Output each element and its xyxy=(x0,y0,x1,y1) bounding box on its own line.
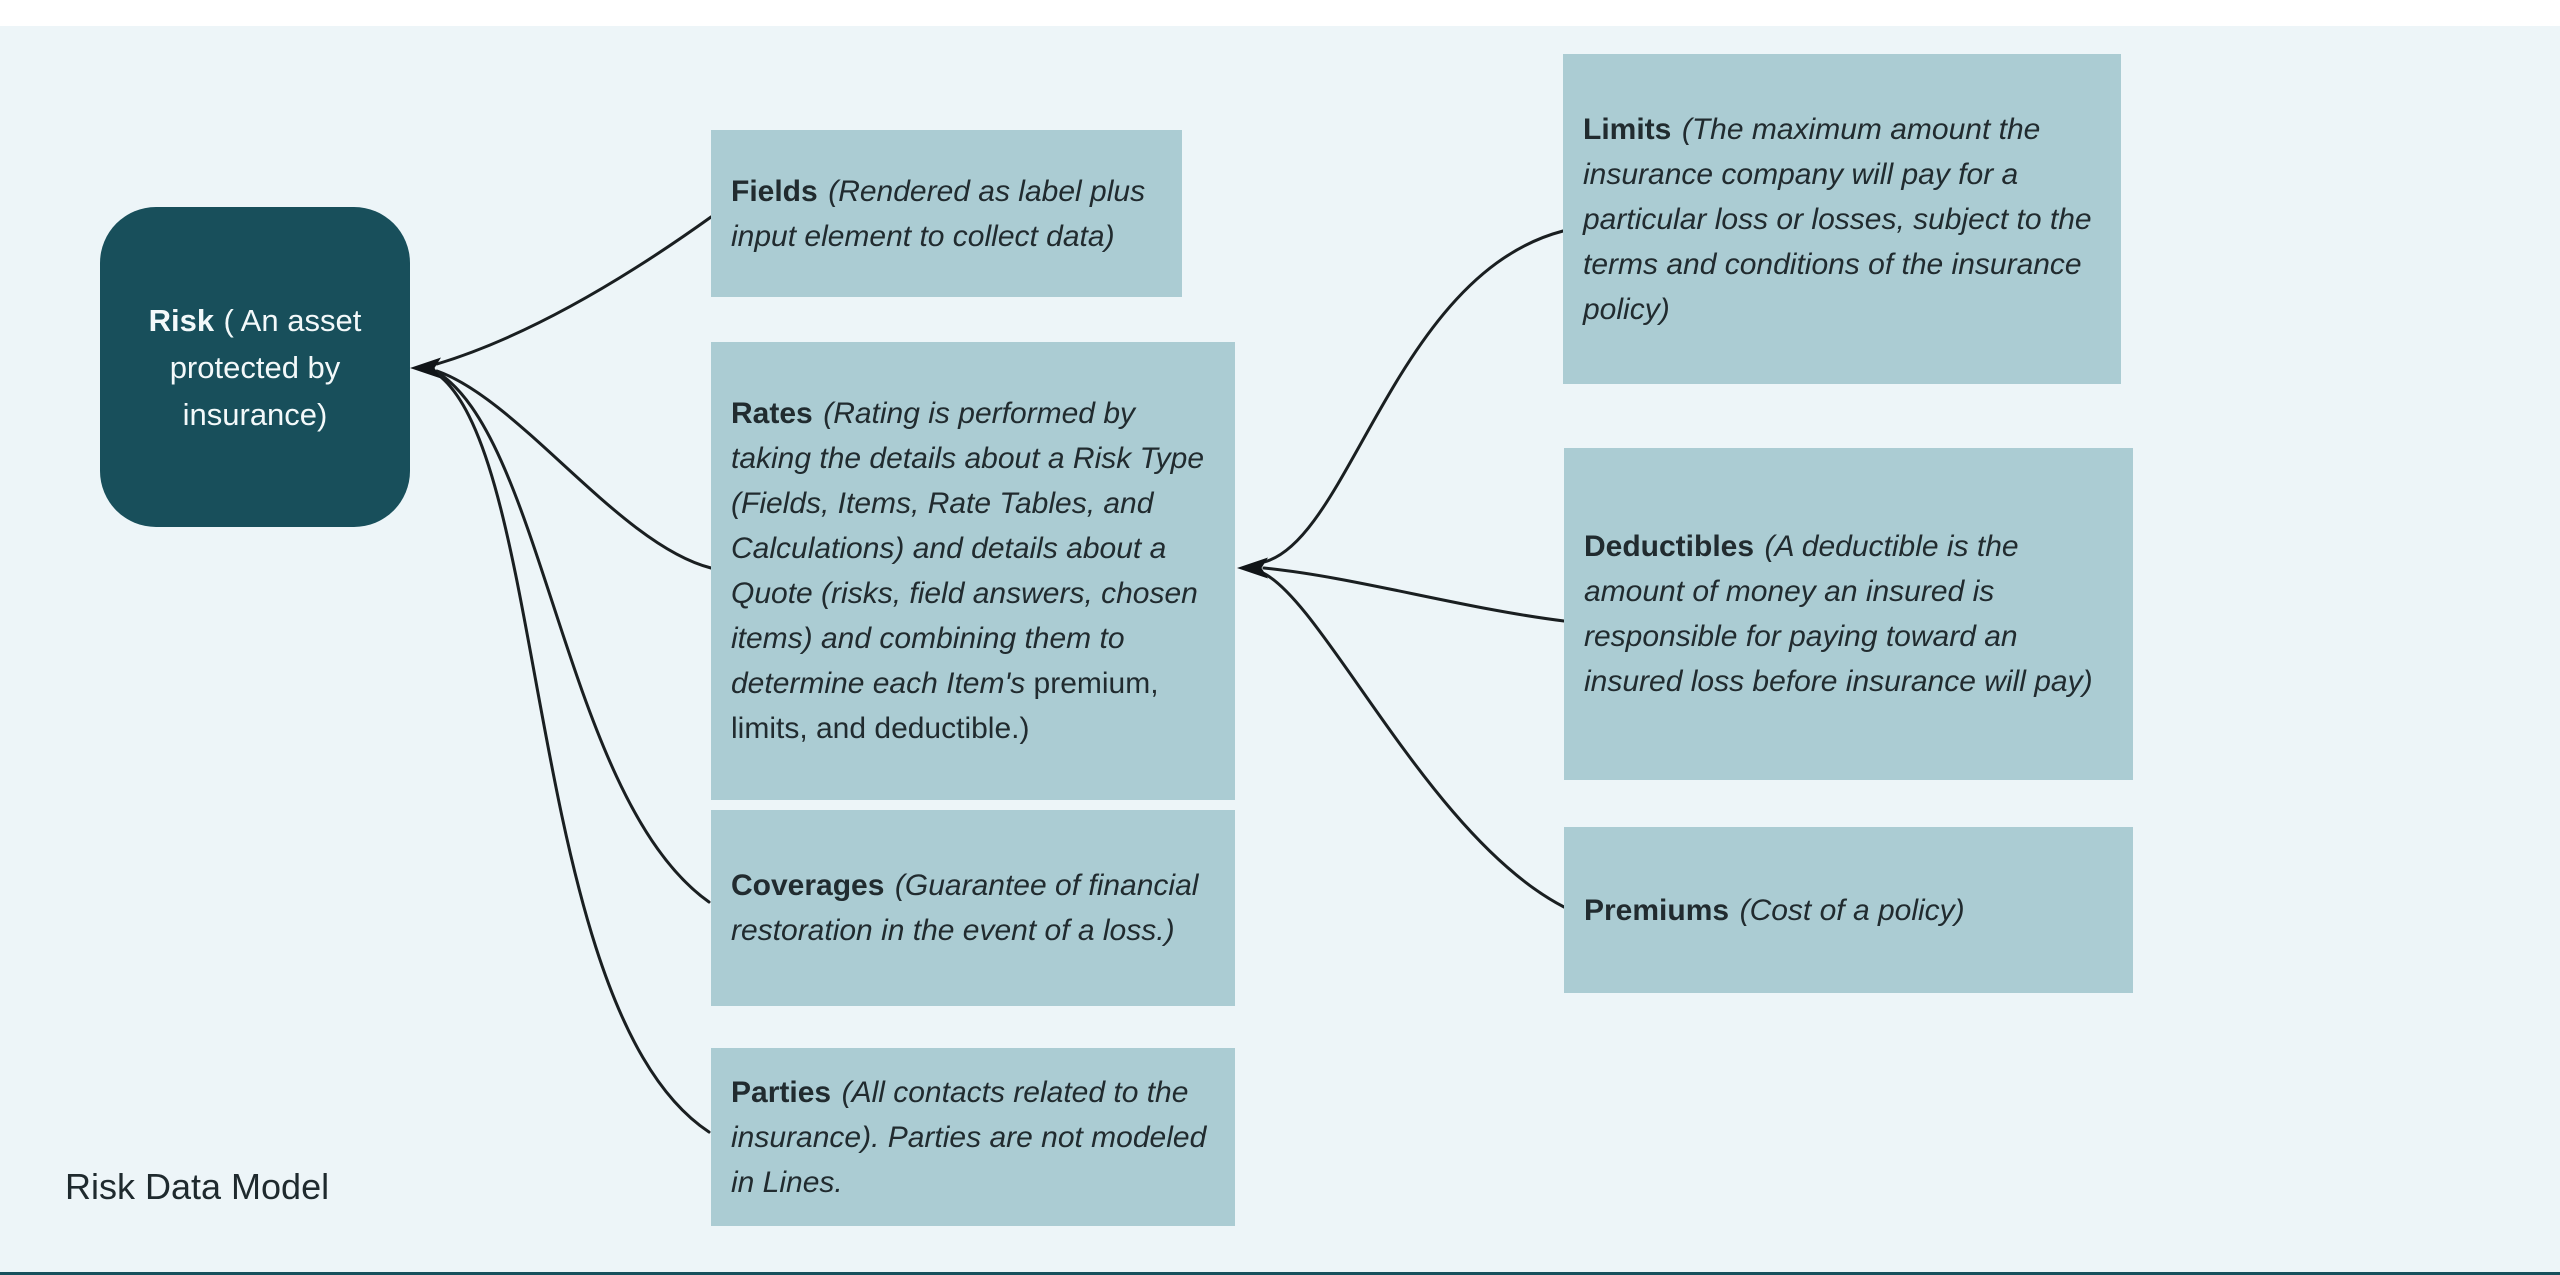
connector-risk-rates xyxy=(435,369,713,570)
node-limits-description: (The maximum amount the insurance compan… xyxy=(1583,112,2092,326)
node-coverages-title: Coverages xyxy=(731,869,885,902)
connector-rates-premiums xyxy=(1261,571,1566,909)
top-white-strip xyxy=(0,0,2560,26)
connector-rates-limits xyxy=(1262,229,1565,564)
connector-risk-fields xyxy=(435,215,713,366)
node-premiums-description: (Cost of a policy) xyxy=(1739,893,1965,927)
node-deductibles-description: (A deductible is the amount of money an … xyxy=(1584,530,2093,698)
node-coverages[interactable]: Coverages(Guarantee of financial restora… xyxy=(711,810,1235,1006)
node-limits[interactable]: Limits(The maximum amount the insurance … xyxy=(1563,54,2121,384)
node-premiums-title: Premiums xyxy=(1584,893,1730,927)
connector-risk-coverages xyxy=(435,370,711,904)
node-rates-title: Rates xyxy=(731,397,813,430)
node-parties[interactable]: Parties(All contacts related to the insu… xyxy=(711,1048,1235,1226)
node-rates[interactable]: Rates(Rating is performed by taking the … xyxy=(711,342,1235,800)
node-parties-description: (All contacts related to the insurance).… xyxy=(731,1075,1207,1199)
bottom-accent-bar xyxy=(0,1272,2560,1275)
node-fields-description: (Rendered as label plus input element to… xyxy=(731,174,1146,253)
node-deductibles[interactable]: Deductibles(A deductible is the amount o… xyxy=(1564,448,2133,780)
connector-risk-parties xyxy=(434,371,711,1134)
arrowhead-into-risk-icon xyxy=(410,357,441,379)
node-risk-text: Risk( An asset protected by insurance) xyxy=(126,297,384,438)
node-fields-title: Fields xyxy=(731,174,818,208)
node-risk-description: ( An asset protected by insurance) xyxy=(169,302,362,432)
node-deductibles-title: Deductibles xyxy=(1584,530,1755,563)
arrowhead-into-rates-icon xyxy=(1237,557,1268,579)
node-parties-title: Parties xyxy=(731,1075,832,1109)
node-coverages-description: (Guarantee of financial restoration in t… xyxy=(731,869,1199,947)
node-risk-title: Risk xyxy=(148,302,215,338)
connector-rates-deductibles xyxy=(1262,566,1566,623)
node-limits-title: Limits xyxy=(1583,112,1672,146)
node-rates-description: (Rating is performed by taking the detai… xyxy=(731,397,1205,700)
node-risk[interactable]: Risk( An asset protected by insurance) xyxy=(100,207,410,527)
node-fields[interactable]: Fields(Rendered as label plus input elem… xyxy=(711,130,1182,297)
node-premiums[interactable]: Premiums (Cost of a policy) xyxy=(1564,827,2133,993)
diagram-caption: Risk Data Model xyxy=(65,1166,330,1207)
node-rates-tail: premium, limits, and deductible.) xyxy=(731,667,1159,745)
